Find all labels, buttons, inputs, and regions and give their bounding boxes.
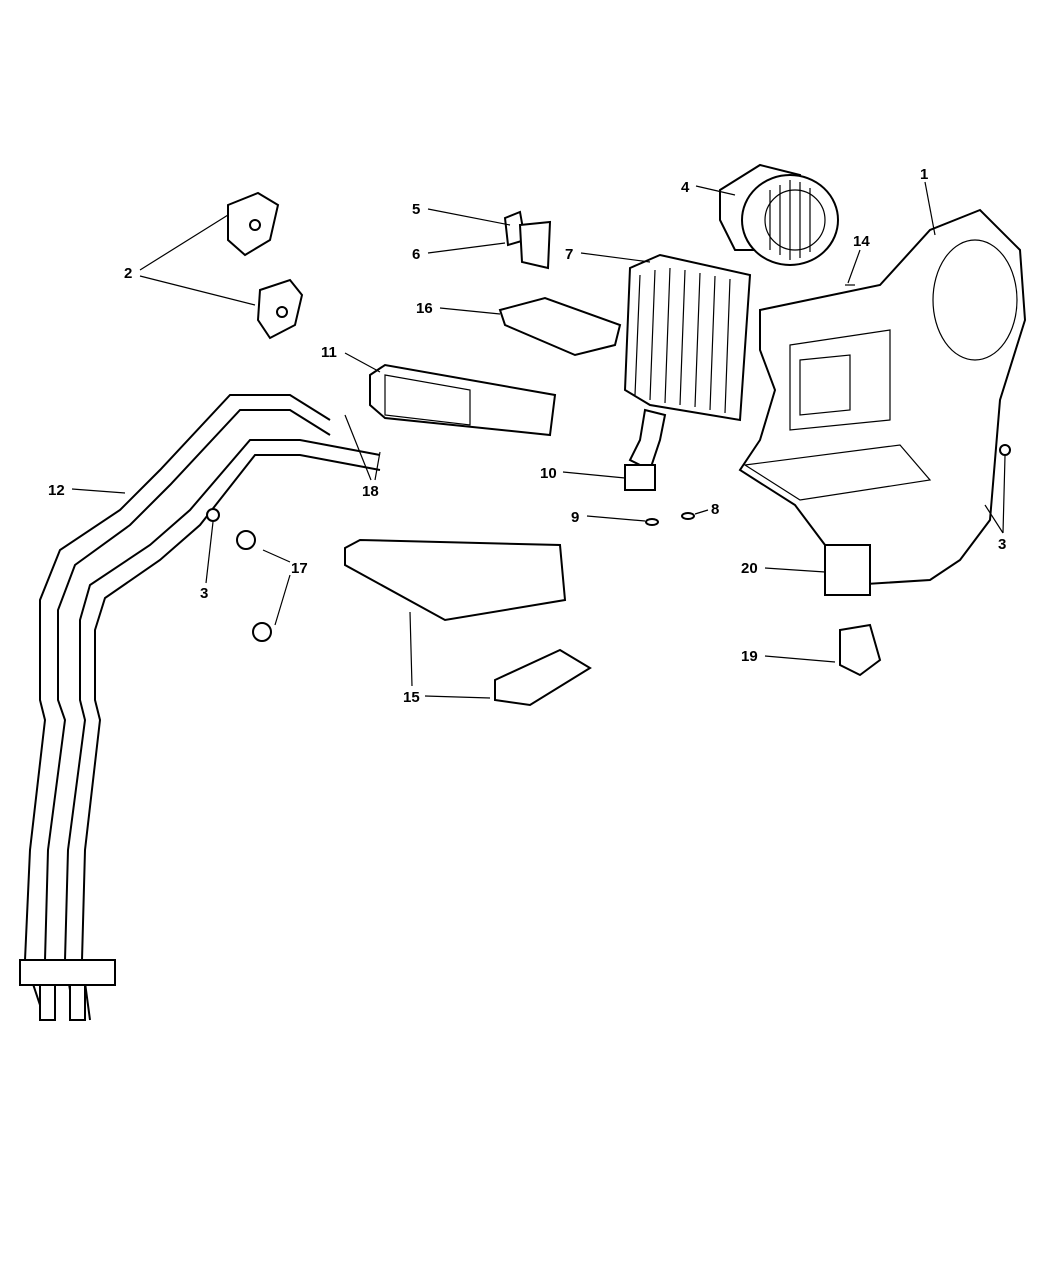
o-ring-part	[681, 512, 695, 520]
grommet-part	[839, 623, 882, 677]
hvac-housing-part	[738, 208, 1027, 596]
callout-7: 7	[565, 246, 573, 263]
leader-lines	[71, 181, 1006, 699]
actuator-part	[227, 191, 304, 340]
callout-3: 3	[998, 536, 1006, 553]
callout-4: 4	[681, 179, 690, 196]
clamp-part	[252, 622, 272, 642]
clamp-part	[236, 530, 256, 550]
evaporator-core-part	[623, 253, 752, 472]
callout-3: 3	[200, 585, 208, 602]
callout-19: 19	[741, 648, 758, 665]
callout-17: 17	[291, 560, 308, 577]
blower-resistor-part	[503, 210, 552, 270]
filter-housing-part	[344, 538, 592, 707]
callout-14: 14	[853, 233, 870, 250]
callout-1: 1	[920, 166, 928, 183]
callout-12: 12	[48, 482, 65, 499]
callout-6: 6	[412, 246, 420, 263]
callout-10: 10	[540, 465, 557, 482]
expansion-valve-part	[624, 464, 656, 491]
callout-18: 18	[362, 483, 379, 500]
seal-part	[498, 296, 622, 357]
callout-9: 9	[571, 509, 579, 526]
callout-15: 15	[403, 689, 420, 706]
blower-motor-part	[719, 163, 839, 266]
o-ring-part	[645, 518, 659, 526]
heater-hoses-part	[19, 394, 381, 1021]
callout-11: 11	[321, 344, 337, 361]
callout-8: 8	[711, 501, 719, 518]
screw-part	[999, 444, 1011, 456]
callout-5: 5	[412, 201, 420, 218]
callout-16: 16	[416, 300, 433, 317]
heater-core-part	[369, 363, 557, 437]
callout-20: 20	[741, 560, 758, 577]
callout-2: 2	[124, 265, 132, 282]
screw-part	[206, 508, 220, 522]
